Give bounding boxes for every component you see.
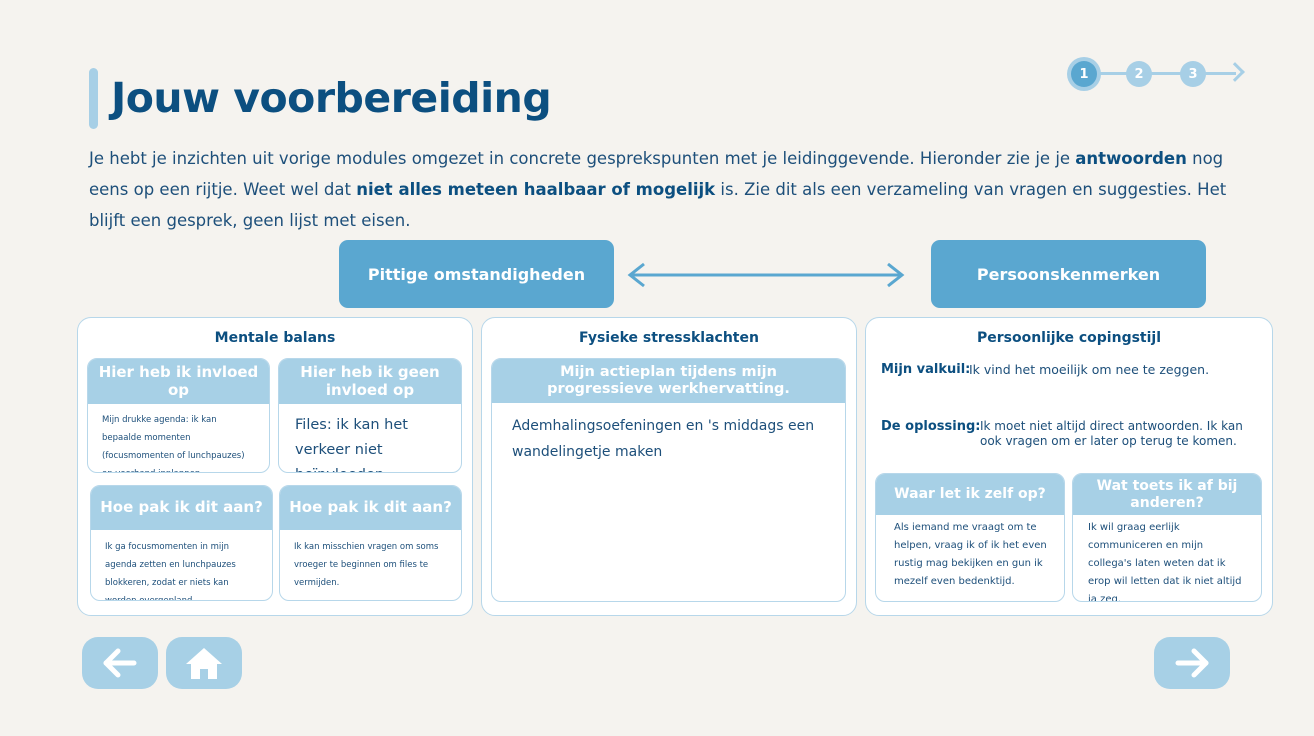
progress-arrow-icon [1225,62,1245,82]
progress-step-1[interactable]: 1 [1071,61,1097,87]
card-text: Ik ga focusmomenten in mijn agenda zette… [105,542,236,601]
solution-label: De oplossing: [881,419,981,434]
card-action-plan: Mijn actieplan tijdens mijn progressieve… [491,358,846,602]
progress-stepper: 1 2 3 [1068,58,1254,90]
title-accent-bar [89,68,98,129]
progress-step-2[interactable]: 2 [1126,61,1152,87]
card-heading: Hoe pak ik dit aan? [91,486,272,530]
card-text: Ik wil graag eerlijk communiceren en mij… [1088,522,1242,602]
intro-bold-2: niet alles meteen haalbaar of mogelijk [356,180,716,199]
card-influence: Hier heb ik invloed op Mijn drukke agend… [87,358,270,473]
card-text: Mijn drukke agenda: ik kan bepaalde mome… [102,415,245,472]
card-approach-1: Hoe pak ik dit aan? Ik ga focusmomenten … [90,485,273,601]
pitfall-label: Mijn valkuil: [881,362,971,377]
intro-part-2: nog eens op een rijtje. Weet wel dat [89,149,1224,199]
card-approach-2: Hoe pak ik dit aan? Ik kan misschien vra… [279,485,462,601]
intro-part-1: Je hebt je inzichten uit vorige modules … [89,149,1076,168]
card-text: Ademhalingsoefeningen en 's middags een … [512,418,815,460]
intro-text: Je hebt je inzichten uit vorige modules … [89,143,1249,236]
category-persoonskenmerken: Persoonskenmerken [931,240,1206,308]
card-heading: Wat toets ik af bij anderen? [1073,474,1261,515]
card-heading: Mijn actieplan tijdens mijn progressieve… [492,359,845,403]
pitfall-text: Ik vind het moeilijk om nee te zeggen. [969,362,1210,377]
card-heading: Hoe pak ik dit aan? [280,486,461,530]
panel-title: Persoonlijke copingstijl [976,330,1162,346]
card-text: Als iemand me vraagt om te helpen, vraag… [894,522,1047,587]
next-button[interactable] [1154,637,1230,689]
card-heading: Waar let ik zelf op? [876,474,1064,515]
panel-fysieke-stressklachten: Fysieke stressklachten Mijn actieplan ti… [481,317,857,616]
intro-bold-1: antwoorden [1075,149,1187,168]
progress-line [1086,72,1236,75]
card-text: Files: ik kan het verkeer niet beïnvloed… [295,417,408,472]
solution-text: Ik moet niet altijd direct antwoorden. I… [980,419,1243,448]
card-text: Ik kan misschien vragen om soms vroeger … [294,542,439,588]
back-button[interactable] [82,637,158,689]
double-arrow-icon [627,262,905,288]
arrow-right-icon [1175,648,1209,678]
category-pittige-omstandigheden: Pittige omstandigheden [339,240,614,308]
card-heading: Hier heb ik geen invloed op [279,359,461,404]
home-button[interactable] [166,637,242,689]
card-check-others: Wat toets ik af bij anderen? Ik wil graa… [1072,473,1262,602]
intro-part-3: is. Zie dit als een verzameling van vrag… [89,180,1227,230]
panel-mentale-balans: Mentale balans Hier heb ik invloed op Mi… [77,317,473,616]
panel-title: Mentale balans [214,330,336,346]
progress-step-3[interactable]: 3 [1180,61,1206,87]
card-no-influence: Hier heb ik geen invloed op Files: ik ka… [278,358,462,473]
panel-title: Fysieke stressklachten [579,330,759,346]
card-heading: Hier heb ik invloed op [88,359,269,404]
arrow-left-icon [103,648,137,678]
home-icon [186,648,222,679]
panel-persoonlijke-copingstijl: Persoonlijke copingstijl Mijn valkuil: I… [865,317,1273,616]
card-self-focus: Waar let ik zelf op? Als iemand me vraag… [875,473,1065,602]
page-title: Jouw voorbereiding [111,74,552,122]
